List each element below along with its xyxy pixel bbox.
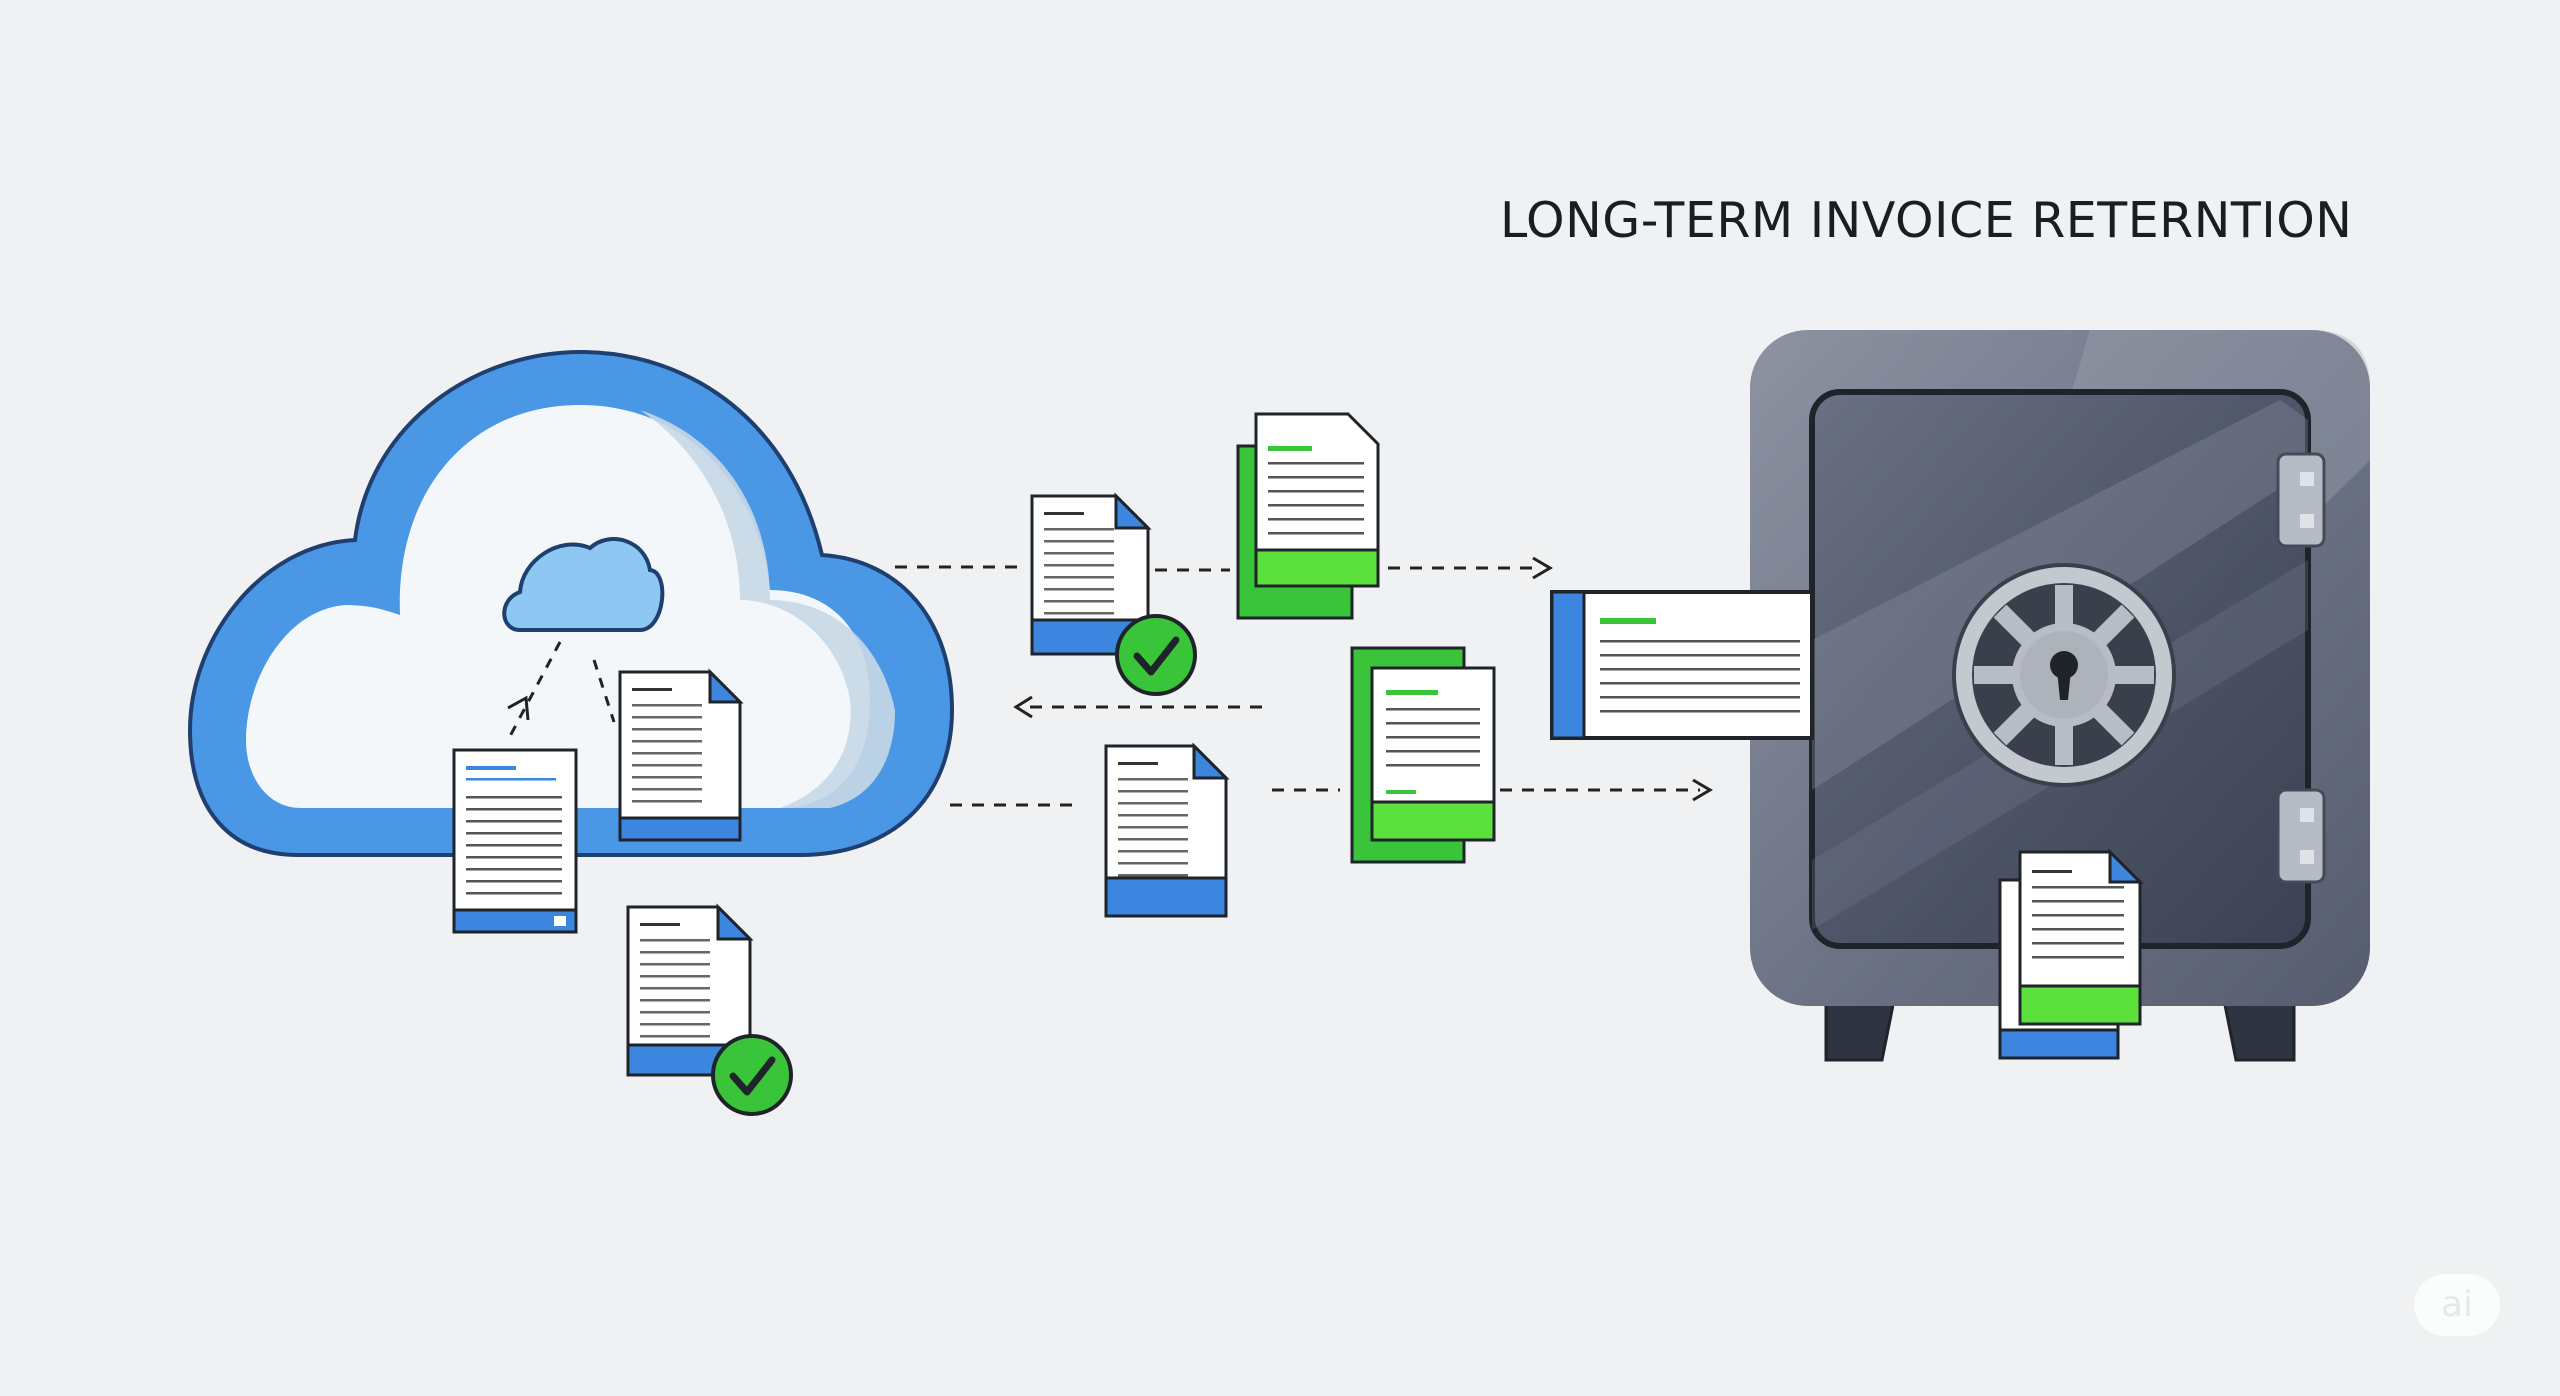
watermark-badge: ai — [2414, 1274, 2500, 1336]
document-stack-icon — [1236, 412, 1380, 620]
checkmark-icon — [711, 1034, 793, 1116]
document-stack-icon — [1350, 646, 1496, 864]
checkmark-icon — [1115, 614, 1197, 696]
small-cloud-icon — [502, 537, 665, 632]
diagram-title: LONG-TERM INVOICE RETERNTION — [1500, 192, 2353, 249]
document-icon — [1030, 492, 1152, 656]
arrow-icon — [1013, 556, 1713, 802]
document-icon — [618, 668, 744, 842]
document-icon — [452, 748, 578, 934]
document-stack-icon — [1998, 848, 2144, 1060]
document-icon — [1104, 742, 1230, 918]
document-icon — [626, 903, 754, 1077]
document-icon — [1550, 590, 1814, 740]
keyhole-icon — [2050, 651, 2078, 700]
flow-arrows — [895, 565, 1700, 807]
arrow-icon — [507, 695, 530, 721]
